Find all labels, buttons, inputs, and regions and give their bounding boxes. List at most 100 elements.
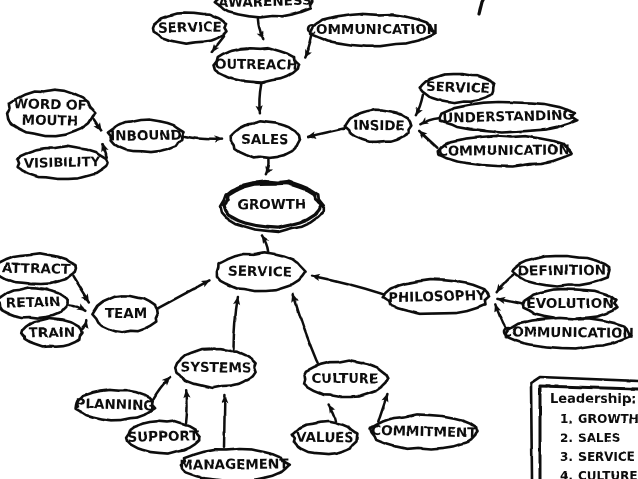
node-text-communication_phil: COMMUNICATION bbox=[502, 324, 634, 342]
node-culture[interactable]: CULTURE bbox=[302, 358, 390, 399]
node-text-communication_top: COMMUNICATION bbox=[306, 22, 438, 38]
node-text-planning: PLANNING bbox=[75, 396, 154, 414]
node-text-support: SUPPORT bbox=[127, 428, 199, 446]
node-outline-communication_top bbox=[309, 12, 436, 48]
node-outline-attract bbox=[0, 252, 78, 286]
node-philosophy[interactable]: PHILOSOPHY bbox=[381, 278, 491, 316]
node-outline-philosophy bbox=[381, 278, 491, 316]
legend-item-label: GROWTH bbox=[578, 412, 638, 426]
node-outline-train bbox=[19, 317, 84, 349]
node-label-evolution: EVOLUTION bbox=[527, 296, 614, 312]
node-management[interactable]: MANAGEMENT bbox=[179, 447, 292, 479]
edge-communication_phil-to-philosophy bbox=[494, 302, 508, 330]
node-attract[interactable]: ATTRACT bbox=[0, 252, 78, 286]
node-text-management: MANAGEMENT bbox=[179, 456, 289, 473]
node-label-communication_inside: COMMUNICATION bbox=[438, 142, 570, 160]
node-systems[interactable]: SYSTEMS bbox=[173, 347, 257, 390]
node-outline-word_of_mouth bbox=[5, 88, 97, 138]
node-outline-systems bbox=[173, 347, 257, 390]
node-team[interactable]: TEAM bbox=[91, 294, 160, 334]
node-text-service_top: SERVICE bbox=[158, 20, 222, 37]
edge-retain-to-team bbox=[68, 303, 87, 313]
node-communication_inside[interactable]: COMMUNICATION bbox=[436, 134, 573, 168]
node-awareness[interactable]: AWARENESS bbox=[213, 0, 314, 19]
node-communication_top[interactable]: COMMUNICATION bbox=[306, 12, 438, 48]
node-label-retain: RETAIN bbox=[6, 294, 61, 311]
edge-inbound-to-sales bbox=[183, 135, 224, 144]
node-inside[interactable]: INSIDE bbox=[344, 108, 413, 144]
node-values[interactable]: VALUES bbox=[290, 420, 359, 456]
node-outline-evolution bbox=[521, 287, 619, 321]
edge-awareness-to-outreach bbox=[256, 17, 265, 41]
node-planning[interactable]: PLANNING bbox=[74, 388, 157, 422]
node-service_top[interactable]: SERVICE bbox=[151, 11, 229, 45]
node-commitment[interactable]: COMMITMENT bbox=[368, 413, 479, 451]
legend-title: Leadership: bbox=[550, 392, 636, 407]
edge-definition-to-philosophy bbox=[495, 273, 515, 293]
clipped-frame-corner bbox=[477, 0, 485, 16]
node-inbound[interactable]: INBOUND bbox=[106, 118, 185, 154]
edge-word_of_mouth-to-inbound bbox=[92, 117, 103, 132]
legend-item-label: SALES bbox=[578, 431, 620, 445]
edge-service_inside-to-inside bbox=[414, 93, 425, 117]
node-outline-values bbox=[290, 420, 359, 456]
legend-item-label: CULTURE/ bbox=[578, 469, 638, 479]
node-label-understanding: UNDERSTANDING bbox=[442, 107, 574, 126]
node-outline-planning bbox=[74, 388, 157, 422]
node-label-word_of_mouth: WORD OF bbox=[13, 96, 87, 114]
node-text-commitment: COMMITMENT bbox=[371, 423, 478, 442]
node-service_core[interactable]: SERVICE bbox=[215, 251, 308, 293]
node-outline-support bbox=[125, 419, 201, 455]
node-outline-sales bbox=[229, 120, 301, 160]
node-label-philosophy: PHILOSOPHY bbox=[388, 288, 487, 306]
node-text-service_core: SERVICE bbox=[228, 264, 292, 281]
legend-item-number: 2. bbox=[560, 431, 573, 445]
node-outline-management bbox=[179, 447, 292, 479]
node-visibility[interactable]: VISIBILITY bbox=[16, 144, 110, 181]
node-evolution[interactable]: EVOLUTION bbox=[521, 287, 619, 321]
node-text-culture: CULTURE bbox=[311, 371, 378, 387]
edge-support-to-systems bbox=[183, 388, 191, 424]
node-text-visibility: VISIBILITY bbox=[24, 155, 101, 172]
node-label-attract: ATTRACT bbox=[2, 260, 71, 278]
node-label-systems: SYSTEMS bbox=[180, 360, 251, 377]
node-outline-definition bbox=[510, 254, 611, 288]
edge-management-to-systems bbox=[221, 394, 229, 449]
node-label-culture: CULTURE bbox=[311, 371, 378, 387]
edge-service_core-to-growth bbox=[260, 234, 270, 253]
edge-sales-to-growth bbox=[264, 158, 273, 176]
node-outreach[interactable]: OUTREACH bbox=[212, 46, 301, 84]
node-text-growth: GROWTH bbox=[238, 197, 306, 213]
node-outline-communication_inside bbox=[436, 134, 573, 168]
node-text-service_inside: SERVICE bbox=[426, 79, 490, 97]
node-text-values: VALUES bbox=[296, 430, 354, 447]
node-support[interactable]: SUPPORT bbox=[125, 419, 201, 455]
node-definition[interactable]: DEFINITION bbox=[510, 254, 611, 288]
edge-inside-to-sales bbox=[306, 126, 347, 139]
edge-commitment-to-culture bbox=[377, 392, 389, 423]
node-growth[interactable]: GROWTH bbox=[218, 179, 326, 234]
node-sales[interactable]: SALES bbox=[229, 120, 301, 160]
node-outline-team bbox=[91, 294, 160, 334]
node-service_inside[interactable]: SERVICE bbox=[418, 72, 496, 104]
node-label-inside: INSIDE bbox=[353, 118, 405, 135]
node-text-inside: INSIDE bbox=[353, 118, 405, 135]
node-retain[interactable]: RETAIN bbox=[0, 286, 70, 320]
node-label-word_of_mouth: MOUTH bbox=[21, 112, 78, 129]
node-understanding[interactable]: UNDERSTANDING bbox=[438, 100, 579, 134]
node-communication_phil[interactable]: COMMUNICATION bbox=[502, 316, 634, 350]
node-outline-commitment bbox=[368, 413, 479, 451]
node-text-systems: SYSTEMS bbox=[180, 360, 251, 377]
edge-visibility-to-inbound bbox=[100, 142, 109, 159]
node-label-values: VALUES bbox=[296, 430, 354, 447]
legend-item-label: SERVICE bbox=[578, 450, 635, 464]
node-train[interactable]: TRAIN bbox=[19, 317, 84, 349]
node-outline-service_core bbox=[215, 251, 308, 293]
legend-item-number: 4. bbox=[560, 469, 573, 479]
node-label-team: TEAM bbox=[105, 306, 147, 322]
edge-communication_top-to-outreach bbox=[303, 33, 313, 59]
